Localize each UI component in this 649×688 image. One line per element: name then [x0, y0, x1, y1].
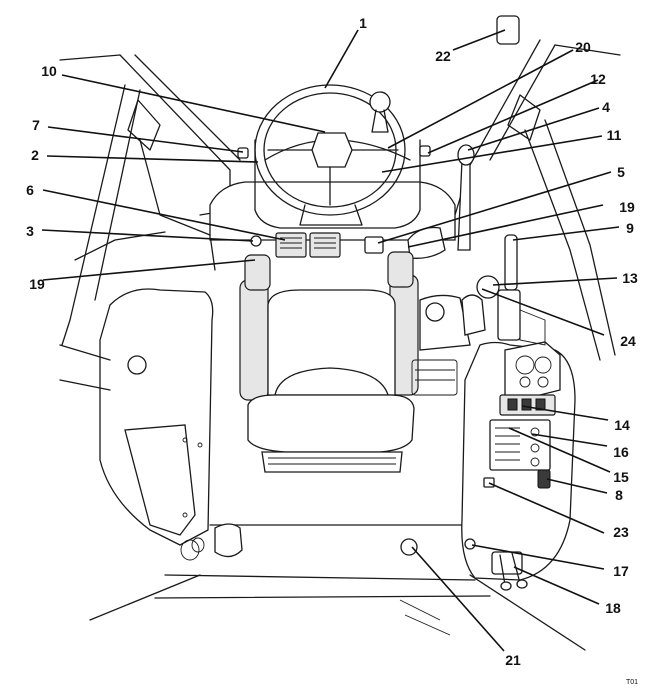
callout-21: 21 — [505, 652, 521, 668]
seat — [239, 251, 419, 473]
switch-12 — [419, 145, 431, 157]
callout-20: 20 — [575, 39, 591, 55]
callout-12: 12 — [590, 71, 606, 87]
callout-8: 8 — [615, 487, 623, 503]
left-door — [59, 288, 214, 546]
callout-15: 15 — [613, 469, 629, 485]
callout-9: 9 — [626, 220, 634, 236]
callout-19: 19 — [29, 276, 45, 292]
cab-frame — [59, 15, 621, 361]
floor — [89, 523, 586, 651]
switch-7 — [237, 147, 249, 159]
floor-button-21 — [400, 538, 418, 556]
levers — [407, 144, 521, 341]
callout-14: 14 — [614, 417, 630, 433]
callout-22: 22 — [435, 48, 451, 64]
front-console — [209, 139, 456, 254]
callout-7: 7 — [32, 117, 40, 133]
right-console — [411, 294, 576, 591]
switch-17 — [464, 538, 476, 550]
callout-4: 4 — [602, 99, 610, 115]
callout-10: 10 — [41, 63, 57, 79]
steering-wheel — [254, 84, 406, 226]
leader-lines — [41, 29, 620, 652]
callout-16: 16 — [613, 444, 629, 460]
steering-knob-20 — [369, 91, 391, 113]
gauge-panel — [504, 341, 561, 401]
callout-11: 11 — [607, 127, 622, 143]
callout-2: 2 — [31, 147, 39, 163]
callout-1: 1 — [359, 15, 367, 31]
callout-13: 13 — [622, 270, 638, 286]
callout-17: 17 — [613, 563, 629, 579]
lever-knob-4 — [457, 144, 475, 166]
pedal-5 — [364, 236, 384, 254]
callout-24: 24 — [620, 333, 636, 349]
callout-labels: 1 22 20 10 12 7 4 2 11 6 5 19 3 9 19 13 24 14 16 15 8 23 17 18 2… — [26, 15, 638, 668]
figure-code: T01 — [626, 679, 638, 686]
callout-6: 6 — [26, 182, 34, 198]
callout-3: 3 — [26, 223, 34, 239]
callout-23: 23 — [613, 524, 629, 540]
callout-18: 18 — [605, 600, 621, 616]
callout-19: 19 — [619, 199, 635, 215]
lever-9 — [504, 234, 518, 291]
callout-5: 5 — [617, 164, 625, 180]
switch-23 — [483, 477, 495, 488]
mirror-22 — [496, 15, 520, 45]
